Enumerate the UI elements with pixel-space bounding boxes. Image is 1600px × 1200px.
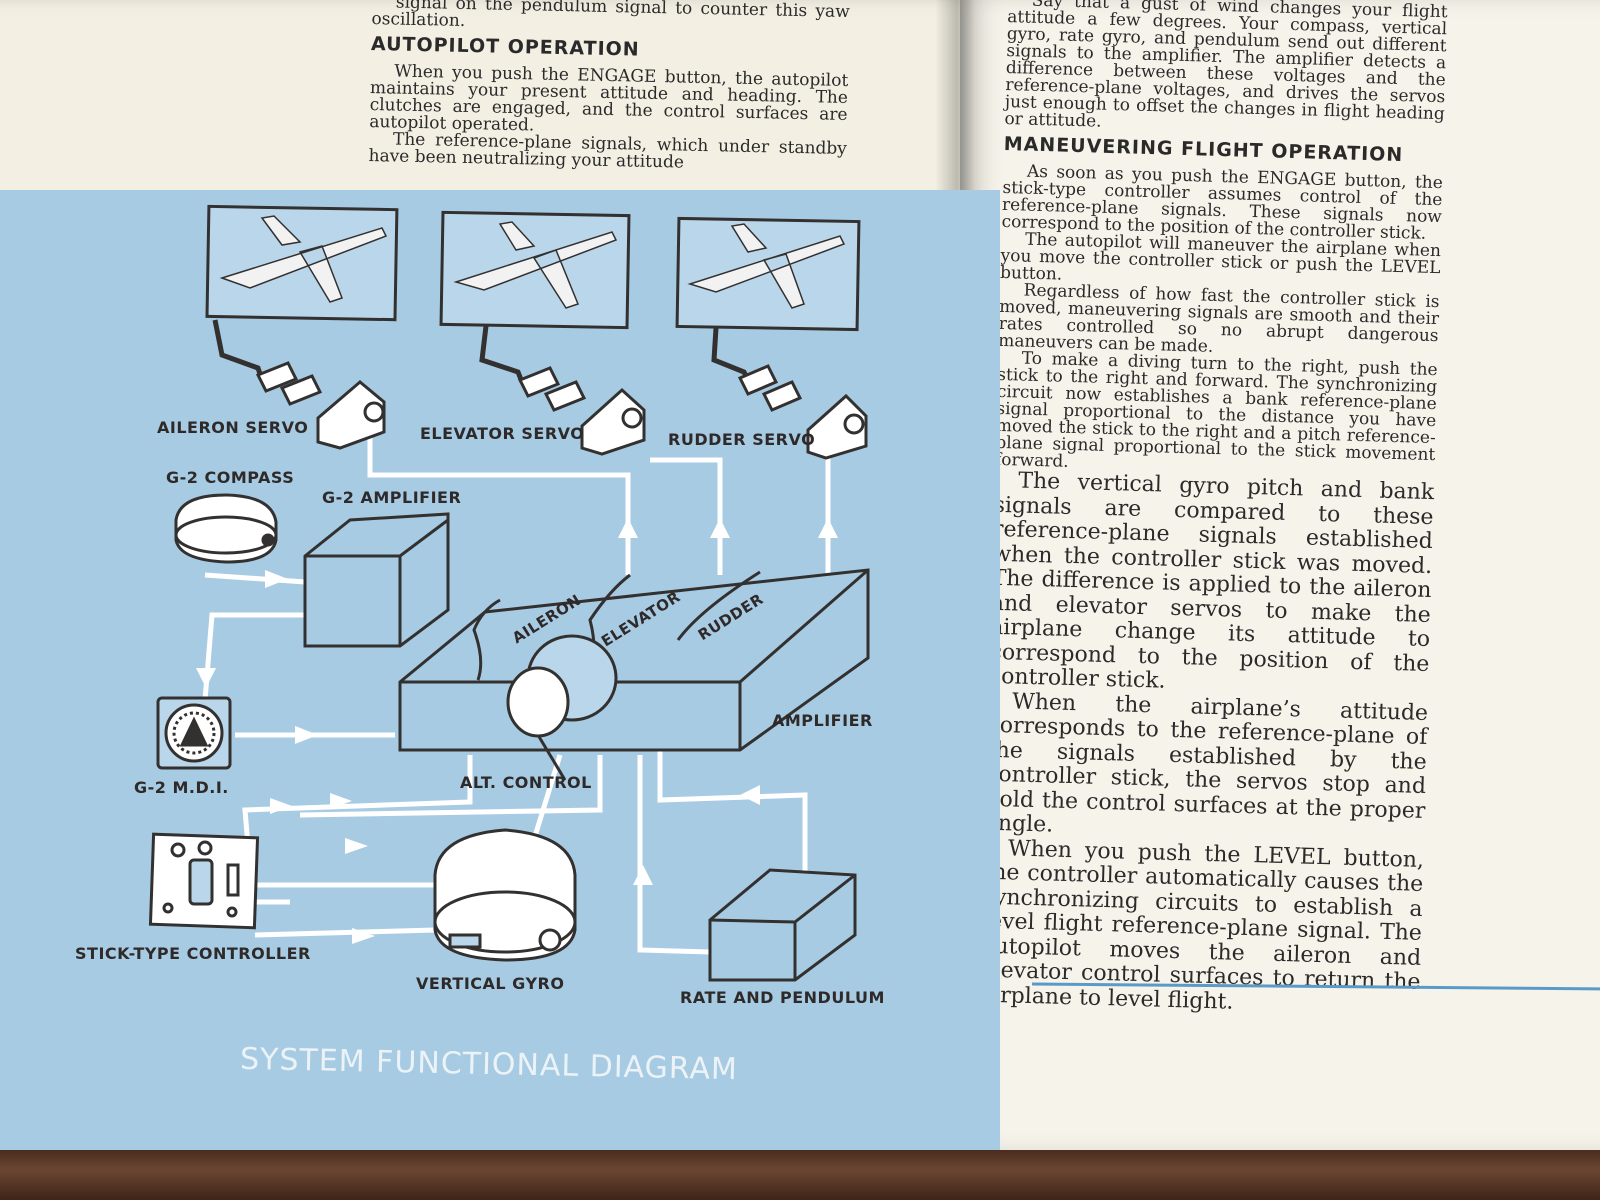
left-fragment-top: signal on the pendulum signal to counter… xyxy=(371,0,850,31)
vertical-gyro xyxy=(433,828,577,962)
airplane-frame-rudder xyxy=(675,216,861,332)
elevator-servo-label: ELEVATOR SERVO xyxy=(420,424,585,443)
servo-motor xyxy=(580,387,646,456)
compass-to-amplifier-line xyxy=(204,572,306,585)
servo-clutch xyxy=(255,361,323,406)
vertical-gyro-label: VERTICAL GYRO xyxy=(416,974,565,993)
right-paragraph-large: The vertical gyro pitch and bank signals… xyxy=(988,468,1435,694)
right-paragraph-large: When the airplane’s attitude corresponds… xyxy=(984,688,1429,838)
servo-clutch xyxy=(517,366,587,412)
alt-control-knob xyxy=(506,634,618,781)
aileron-servo-label: AILERON SERVO xyxy=(157,418,309,437)
alt-control-label: ALT. CONTROL xyxy=(460,773,592,792)
signal-arrows xyxy=(196,518,838,944)
table-surface xyxy=(0,1150,1600,1200)
g2-compass xyxy=(174,493,278,564)
g2-amplifier-label: G-2 AMPLIFIER xyxy=(322,488,462,507)
amplifier-to-mdi-line xyxy=(202,612,305,701)
amplifier-label: AMPLIFIER xyxy=(772,711,873,730)
rate-pendulum-box xyxy=(708,868,857,982)
right-text-column: Say that a gust of wind changes your fli… xyxy=(980,0,1448,1020)
right-page xyxy=(960,0,1600,1150)
right-fragment-top: Say that a gust of wind changes your fli… xyxy=(1004,0,1448,132)
g2-compass-label: G-2 COMPASS xyxy=(166,468,295,487)
airplane-icon xyxy=(687,223,846,309)
heading-autopilot-operation: AUTOPILOT OPERATION xyxy=(370,32,640,61)
diagram-drawing xyxy=(148,204,870,982)
servo-motor xyxy=(316,380,386,450)
g2-amplifier-box xyxy=(303,512,450,648)
g2-mdi-label: G-2 M.D.I. xyxy=(134,778,229,797)
left-text-column: signal on the pendulum signal to counter… xyxy=(368,0,850,175)
stick-controller-label: STICK-TYPE CONTROLLER xyxy=(75,944,311,963)
servos xyxy=(255,361,868,460)
rudder-servo-label: RUDDER SERVO xyxy=(668,430,816,449)
gyro-line xyxy=(299,755,603,818)
servo-clutch xyxy=(737,364,803,412)
system-functional-diagram: AILERON SERVO ELEVATOR SERVO RUDDER SERV… xyxy=(0,190,1000,1150)
rudder-servo-line xyxy=(820,445,831,575)
g2-mdi xyxy=(156,696,232,770)
airplane-icons xyxy=(219,215,846,309)
servo-shafts xyxy=(212,319,751,383)
left-paragraph-1: When you push the ENGAGE button, the aut… xyxy=(369,61,849,136)
servo-motor xyxy=(806,393,868,460)
pendulum-line-1 xyxy=(637,755,711,955)
stick-controller xyxy=(148,832,260,930)
heading-maneuvering-flight-operation: MANEUVERING FLIGHT OPERATION xyxy=(1003,132,1404,167)
pendulum-line-2 xyxy=(657,750,808,875)
elevator-servo-line xyxy=(650,457,723,575)
rate-pendulum-label: RATE AND PENDULUM xyxy=(680,988,885,1007)
airplane-icon xyxy=(453,221,618,309)
controller-line-4 xyxy=(254,927,436,938)
right-paragraph: To make a diving turn to the right, push… xyxy=(994,348,1438,472)
airplane-icon xyxy=(219,215,388,303)
right-paragraph-large: When you push the LEVEL button, the cont… xyxy=(979,835,1425,1015)
